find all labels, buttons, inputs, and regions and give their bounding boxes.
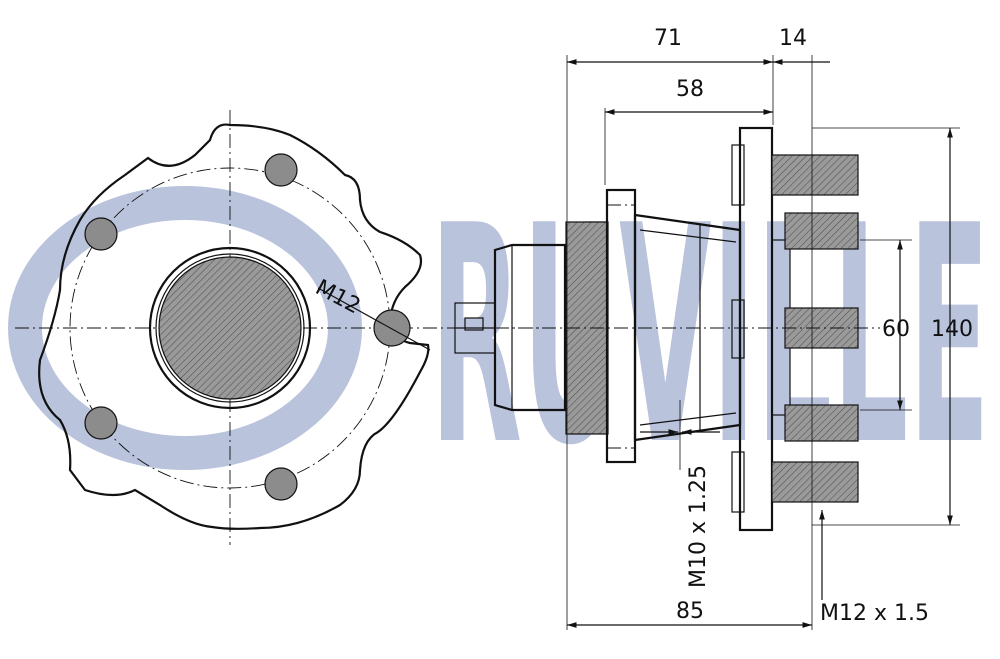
hub-body-detail-top: [639, 229, 737, 243]
dimension-lines: 71 14 58 85 60 140 M10 x 1.25 M12 x 1.5: [566, 26, 973, 630]
flange-lug-bottom: [731, 451, 745, 513]
hub-outer-ring: [148, 246, 312, 410]
label-dim-140: 140: [931, 317, 973, 342]
wheel-studs: [771, 154, 859, 503]
m12-leader: [317, 287, 431, 351]
hub-inner-ring: [155, 253, 305, 403]
bolt-hole-bottom: [264, 467, 298, 501]
stud-2: [784, 212, 859, 250]
hub-core: [158, 256, 302, 400]
flange-outline: [38, 123, 430, 530]
bolt-hole-right: [373, 309, 411, 347]
label-dim-71: 71: [654, 26, 682, 51]
stud-1: [771, 154, 859, 196]
bolt-hole-upper-left: [84, 217, 118, 251]
label-dim-60: 60: [882, 317, 910, 342]
label-thread-inner: M10 x 1.25: [686, 465, 711, 588]
label-dim-14: 14: [779, 26, 807, 51]
hub-body-detail-bottom: [639, 412, 737, 426]
logo-text: RUVILLE: [430, 162, 990, 511]
side-view: [454, 126, 880, 532]
bolt-hole-lower-left: [84, 406, 118, 440]
label-dim-85: 85: [676, 599, 704, 624]
label-dim-58: 58: [676, 77, 704, 102]
stud-4: [784, 404, 859, 442]
stud-5: [771, 461, 859, 503]
bolt-hole-top: [264, 153, 298, 187]
sensor-slot: [464, 317, 484, 331]
flange-lug-top: [731, 144, 745, 206]
label-thread-stud: M12 x 1.5: [820, 601, 929, 626]
flange-lug-mid: [731, 299, 745, 359]
ruville-logo: RUVILLE: [8, 162, 990, 511]
